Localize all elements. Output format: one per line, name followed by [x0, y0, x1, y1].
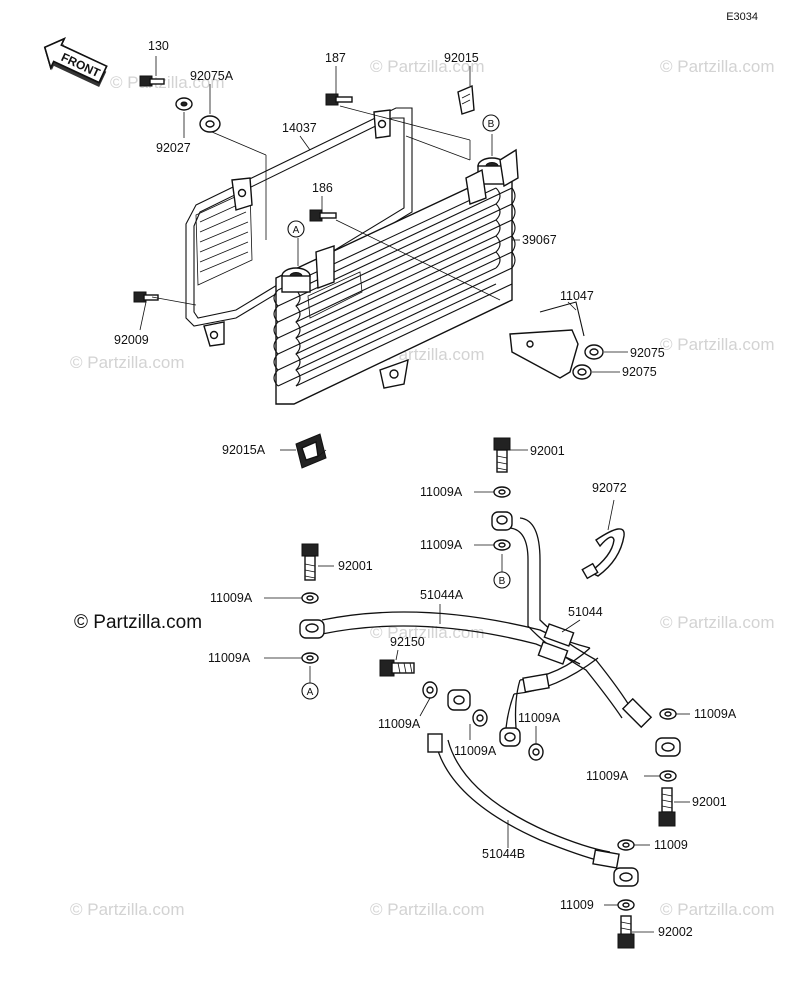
- collar-92027: [175, 97, 193, 111]
- part-label-11009A[interactable]: 11009A: [454, 744, 497, 758]
- part-label-11047[interactable]: 11047: [560, 289, 594, 303]
- bolt-92009: [133, 291, 159, 303]
- diagram-code: E3034: [726, 11, 758, 23]
- part-label-92001-top[interactable]: 92001: [530, 444, 565, 458]
- bolt-92001-right: [658, 787, 676, 827]
- watermark: © Partzilla.com: [370, 623, 485, 642]
- watermark: © Partzilla.com: [70, 900, 185, 919]
- cooler-guard-frame: [185, 107, 413, 347]
- part-labels: 130 92075A 92027 14037 187 92015 186 390…: [114, 39, 737, 939]
- banjo-fitting-top: [491, 511, 513, 531]
- watermark-main: © Partzilla.com: [74, 612, 202, 633]
- cooler-fins: [273, 187, 516, 387]
- front-arrow-icon: FRONT: [43, 37, 108, 87]
- clip-92015: [457, 84, 475, 115]
- part-label-11009A[interactable]: 11009A: [420, 485, 463, 499]
- watermark: © Partzilla.com: [660, 335, 775, 354]
- clip-92015A: [295, 433, 327, 469]
- part-label-11009A[interactable]: 11009A: [208, 651, 251, 665]
- part-label-11009A[interactable]: 11009A: [586, 769, 629, 783]
- bolt-92001-left: [301, 543, 319, 581]
- bolt-130: [139, 75, 165, 87]
- oil-hoses: [321, 517, 653, 869]
- banjo-fitting-right: [655, 737, 681, 757]
- part-label-92002[interactable]: 92002: [658, 925, 693, 939]
- part-label-92015[interactable]: 92015: [444, 51, 479, 65]
- svg-text:A: A: [293, 225, 300, 236]
- leader-lines-top: [139, 56, 628, 451]
- part-label-51044[interactable]: 51044: [568, 605, 603, 619]
- ref-marker-a-top: A: [287, 220, 305, 238]
- part-label-11009[interactable]: 11009: [654, 838, 688, 852]
- part-label-11009A[interactable]: 11009A: [694, 707, 737, 721]
- bolt-92150: [379, 659, 415, 677]
- part-label-92075-a[interactable]: 92075: [630, 346, 665, 360]
- watermark: © Partzilla.com: [370, 57, 485, 76]
- watermark: © Partzilla.com: [660, 900, 775, 919]
- part-label-11009A[interactable]: 11009A: [210, 591, 253, 605]
- watermarks: © Partzilla.com © Partzilla.com © Partzi…: [70, 57, 775, 919]
- watermark: © Partzilla.com: [660, 57, 775, 76]
- part-label-51044A[interactable]: 51044A: [420, 588, 464, 602]
- hose-clamp-92072: [581, 528, 625, 580]
- part-label-11009A[interactable]: 11009A: [378, 717, 421, 731]
- part-label-187[interactable]: 187: [325, 51, 346, 65]
- watermark: © Partzilla.com: [370, 900, 485, 919]
- ref-marker-a-bottom: A: [301, 682, 319, 700]
- svg-text:B: B: [488, 119, 495, 130]
- grommet-92075-b: [572, 364, 592, 380]
- washers: [301, 486, 677, 911]
- watermark: © Partzilla.com: [110, 73, 225, 92]
- watermark: © Partzilla.com: [660, 613, 775, 632]
- part-label-11009A[interactable]: 11009A: [518, 711, 561, 725]
- svg-text:A: A: [307, 687, 314, 698]
- part-label-11009[interactable]: 11009: [560, 898, 594, 912]
- cooler-bracket-11047: [509, 301, 585, 379]
- part-label-92027[interactable]: 92027: [156, 141, 191, 155]
- part-label-51044B[interactable]: 51044B: [482, 847, 525, 861]
- leader-lines-bottom: [264, 449, 690, 933]
- ref-marker-b-top: B: [482, 114, 500, 132]
- bolt-92001-top: [493, 437, 511, 473]
- svg-text:B: B: [499, 576, 506, 587]
- oil-cooler-core: [273, 148, 519, 405]
- part-label-11009A[interactable]: 11009A: [420, 538, 463, 552]
- part-label-39067[interactable]: 39067: [522, 233, 557, 247]
- part-label-92075A[interactable]: 92075A: [190, 69, 234, 83]
- part-label-92072[interactable]: 92072: [592, 481, 627, 495]
- banjo-fitting-bottom: [613, 867, 639, 887]
- bolt-92002: [617, 915, 635, 949]
- banjo-fitting-middle: [447, 689, 521, 747]
- bolt-186: [309, 209, 337, 222]
- part-label-92150[interactable]: 92150: [390, 635, 425, 649]
- part-label-92001-right[interactable]: 92001: [692, 795, 727, 809]
- part-label-130[interactable]: 130: [148, 39, 169, 53]
- grommet-92075-a: [584, 344, 604, 360]
- part-label-92009[interactable]: 92009: [114, 333, 149, 347]
- part-label-92075-b[interactable]: 92075: [622, 365, 657, 379]
- part-label-92001-left[interactable]: 92001: [338, 559, 373, 573]
- watermark: © Partzilla.com: [70, 353, 185, 372]
- banjo-fitting-left: [299, 619, 325, 639]
- bolt-187: [325, 93, 353, 106]
- part-label-186[interactable]: 186: [312, 181, 333, 195]
- grommet-92075A: [199, 115, 221, 133]
- ref-marker-b-bottom: B: [493, 571, 511, 589]
- part-label-14037[interactable]: 14037: [282, 121, 317, 135]
- part-label-92015A[interactable]: 92015A: [222, 443, 266, 457]
